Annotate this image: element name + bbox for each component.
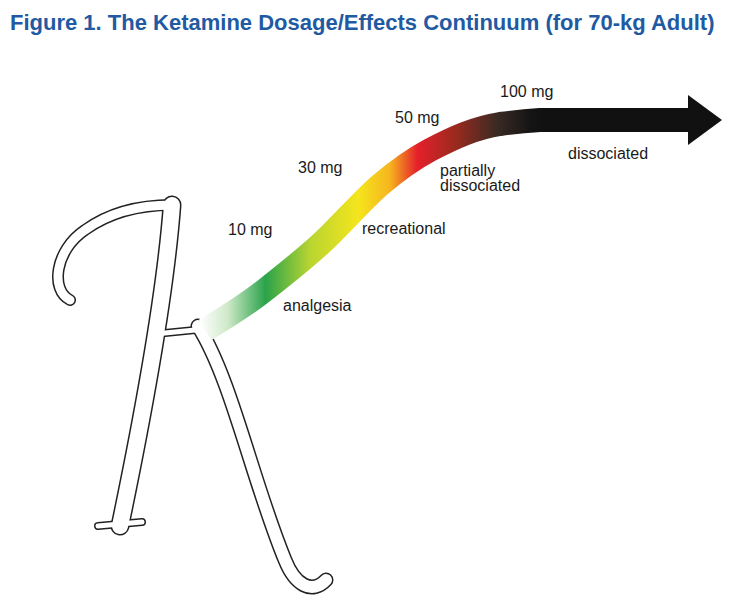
figure-title: Figure 1. The Ketamine Dosage/Effects Co… xyxy=(10,10,740,35)
title-anchor: Figure 1. The Ketamine Dosage/Effects Co… xyxy=(10,10,740,35)
label-anchor: recreational xyxy=(362,221,446,237)
label-anchor: analgesia xyxy=(283,298,352,314)
label-anchor: 50 mg xyxy=(395,110,439,126)
dose-label: 30 mg xyxy=(298,160,342,176)
label-anchor: dissociated xyxy=(568,146,648,162)
label-anchor: 30 mg xyxy=(298,160,342,176)
dose-label: 100 mg xyxy=(500,84,553,100)
effect-label: analgesia xyxy=(283,298,352,314)
effect-label: partially dissociated xyxy=(440,163,532,193)
effect-label: recreational xyxy=(362,221,446,237)
label-anchor: 10 mg xyxy=(228,222,272,238)
dosage-gradient-arrow xyxy=(205,95,722,330)
dose-label: 50 mg xyxy=(395,110,439,126)
effect-label: dissociated xyxy=(568,146,648,162)
label-anchor: partially dissociated xyxy=(440,163,532,193)
dose-label: 10 mg xyxy=(228,222,272,238)
label-anchor: 100 mg xyxy=(500,84,553,100)
